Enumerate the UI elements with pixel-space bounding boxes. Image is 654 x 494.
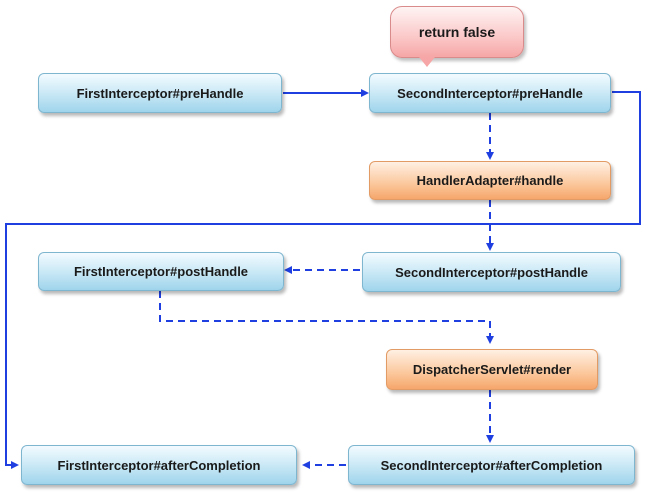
second-interceptor-aftercompletion-node: SecondInterceptor#afterCompletion [348,445,635,485]
first-interceptor-prehandle-label: FirstInterceptor#preHandle [76,85,244,101]
arrow-first-post-to-render [159,291,494,344]
second-interceptor-prehandle-label: SecondInterceptor#preHandle [397,85,583,101]
second-interceptor-posthandle-label: SecondInterceptor#postHandle [395,264,588,280]
second-interceptor-posthandle-node: SecondInterceptor#postHandle [362,252,621,292]
second-interceptor-aftercompletion-label: SecondInterceptor#afterCompletion [380,457,603,473]
first-interceptor-posthandle-label: FirstInterceptor#postHandle [73,264,249,279]
second-interceptor-prehandle-node: SecondInterceptor#preHandle [369,73,611,113]
dispatcher-servlet-render-label: DispatcherServlet#render [412,362,572,377]
first-interceptor-posthandle-node: FirstInterceptor#postHandle [38,252,284,291]
callout-pointer [419,57,435,67]
return-false-callout: return false [390,6,524,58]
arrow-return-false-to-first-after [5,91,641,469]
first-interceptor-aftercompletion-node: FirstInterceptor#afterCompletion [21,445,297,485]
handler-adapter-handle-label: HandlerAdapter#handle [416,173,564,188]
first-interceptor-prehandle-node: FirstInterceptor#preHandle [38,73,282,113]
dispatcher-servlet-render-node: DispatcherServlet#render [386,349,598,390]
first-interceptor-aftercompletion-label: FirstInterceptor#afterCompletion [57,457,261,473]
return-false-label: return false [418,24,496,40]
handler-adapter-handle-node: HandlerAdapter#handle [369,161,611,200]
